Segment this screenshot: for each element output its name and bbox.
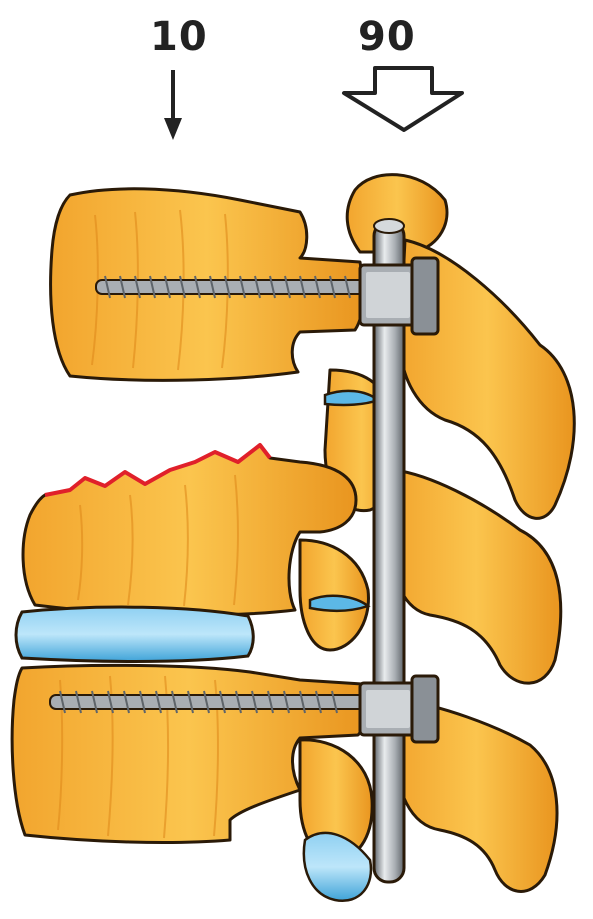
hollow-arrow-down-icon [344,68,462,130]
intervertebral-disc [16,607,253,661]
upper-pedicle-screw [96,276,366,298]
arrow-down-icon [164,70,182,140]
upper-rod-clamp [360,258,438,334]
lower-pedicle-screw [50,691,366,713]
lower-rod-clamp [360,676,438,742]
